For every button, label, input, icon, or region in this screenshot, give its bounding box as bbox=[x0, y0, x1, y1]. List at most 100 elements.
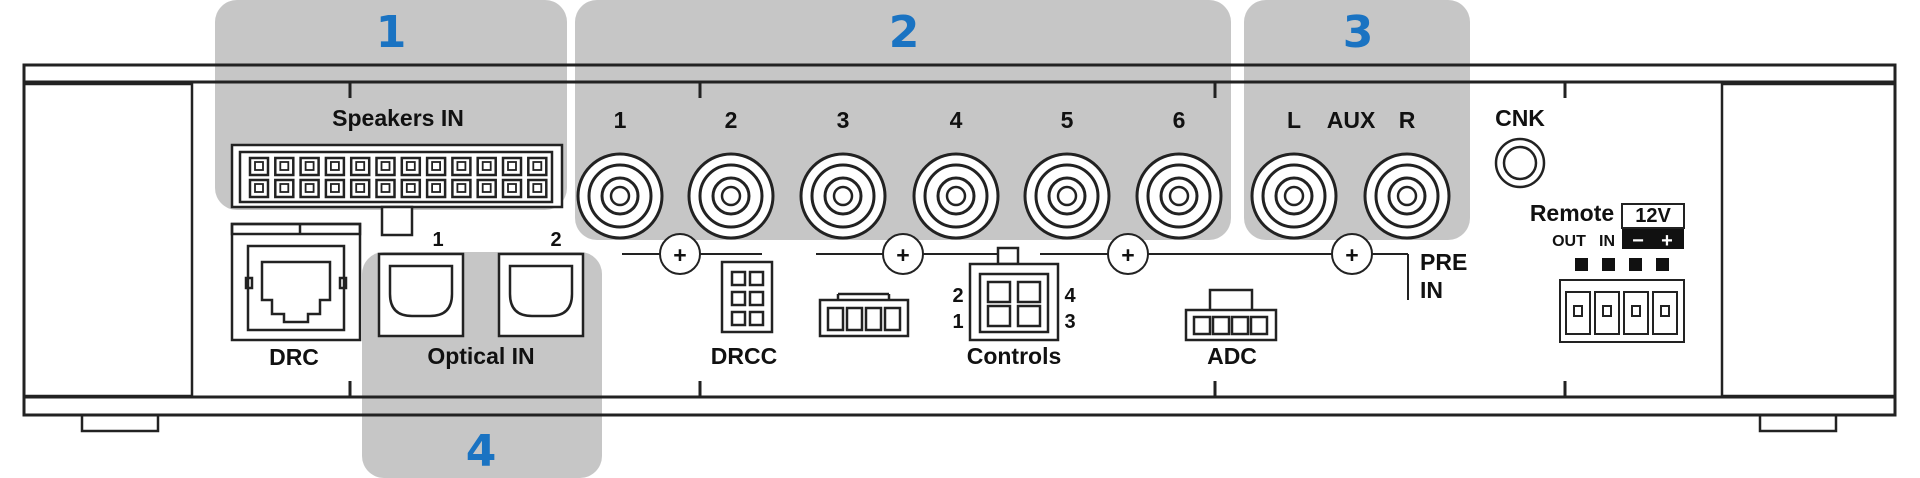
rca-output-3-label: 3 bbox=[837, 107, 850, 133]
speaker-pin-contact bbox=[329, 183, 340, 193]
speaker-pin bbox=[400, 156, 422, 177]
plus-circle-1: + bbox=[659, 233, 701, 275]
remote-plus-label: + bbox=[1661, 230, 1673, 252]
rca-output-5-label: 5 bbox=[1061, 107, 1074, 133]
speaker-pin bbox=[324, 156, 346, 177]
optical-port-1[interactable] bbox=[377, 252, 465, 338]
speaker-pin-contact bbox=[329, 161, 340, 171]
controls-pin-1-label: 1 bbox=[952, 311, 963, 333]
speaker-pin bbox=[375, 178, 396, 199]
plus-symbol: + bbox=[673, 242, 686, 268]
rca-jack-1[interactable] bbox=[576, 152, 664, 240]
speaker-pin bbox=[425, 178, 447, 199]
aux-left-label: L bbox=[1287, 107, 1301, 133]
adc-connector[interactable] bbox=[1184, 288, 1278, 342]
optical-port-2[interactable] bbox=[497, 252, 585, 338]
speaker-pin bbox=[274, 156, 295, 177]
speaker-pin-contact bbox=[431, 183, 442, 193]
speaker-pin-contact bbox=[507, 183, 517, 193]
rca-jack-4[interactable] bbox=[912, 152, 1000, 240]
speaker-pin-contact bbox=[481, 161, 492, 171]
aux-jack-left[interactable] bbox=[1250, 152, 1338, 240]
speaker-pin bbox=[400, 178, 422, 199]
speaker-pin-contact bbox=[456, 183, 467, 193]
cnk-label: CNK bbox=[1495, 105, 1545, 131]
rca-jack-3[interactable] bbox=[799, 152, 887, 240]
controls-pin-4-label: 4 bbox=[1064, 285, 1076, 307]
speaker-pin-contact bbox=[532, 183, 543, 193]
drc-label: DRC bbox=[269, 344, 319, 370]
remote-in-label: IN bbox=[1599, 233, 1615, 250]
pair-lines bbox=[622, 253, 1409, 300]
speaker-pin-contact bbox=[431, 161, 442, 171]
speaker-pin-contact bbox=[405, 161, 416, 171]
controls-connector[interactable] bbox=[968, 246, 1060, 342]
remote-voltage-box: 12V bbox=[1621, 203, 1685, 229]
speaker-pin bbox=[349, 178, 371, 199]
remote-indicator-squares bbox=[1575, 258, 1669, 271]
speaker-pin bbox=[501, 178, 523, 199]
speaker-pin bbox=[299, 178, 320, 199]
drcc-label: DRCC bbox=[711, 343, 777, 369]
rca-output-4-label: 4 bbox=[950, 107, 963, 133]
controls-pin-3-label: 3 bbox=[1064, 311, 1075, 333]
adc-label: ADC bbox=[1207, 343, 1257, 369]
speaker-pin bbox=[476, 178, 497, 199]
rca-jack-6[interactable] bbox=[1135, 152, 1223, 240]
cnk-jack[interactable] bbox=[1494, 137, 1546, 189]
drc-connector[interactable] bbox=[230, 222, 362, 342]
zone-4-number: 4 bbox=[466, 426, 497, 477]
rca-jack-5[interactable] bbox=[1023, 152, 1111, 240]
optical-in-label: Optical IN bbox=[427, 343, 534, 369]
speaker-pin bbox=[375, 156, 396, 177]
plus-circle-2: + bbox=[882, 233, 924, 275]
speakers-in-connector bbox=[230, 143, 564, 237]
remote-voltage-label: 12V bbox=[1635, 205, 1671, 227]
chassis bbox=[22, 63, 1897, 433]
speaker-pin bbox=[324, 178, 346, 199]
speaker-pin-contact bbox=[279, 161, 290, 171]
speakers-in-label: Speakers IN bbox=[332, 105, 464, 131]
aux-jack-right[interactable] bbox=[1363, 152, 1451, 240]
speaker-pin-contact bbox=[507, 161, 517, 171]
speaker-pin bbox=[476, 156, 497, 177]
speaker-pin-contact bbox=[481, 183, 492, 193]
speaker-pin bbox=[527, 178, 548, 199]
speaker-pin bbox=[527, 156, 548, 177]
speaker-pin-contact bbox=[355, 161, 366, 171]
speaker-pin bbox=[248, 156, 270, 177]
remote-out-label: OUT bbox=[1552, 233, 1586, 250]
plus-symbol: + bbox=[896, 242, 909, 268]
speaker-pin-contact bbox=[304, 183, 315, 193]
remote-minus-label: − bbox=[1632, 230, 1644, 252]
speaker-pin bbox=[451, 156, 472, 177]
speaker-pin-contact bbox=[405, 183, 416, 193]
plus-symbol: + bbox=[1121, 242, 1134, 268]
rca-jack-2[interactable] bbox=[687, 152, 775, 240]
rca-output-6-label: 6 bbox=[1173, 107, 1186, 133]
pre-in-label-line2: IN bbox=[1420, 277, 1443, 303]
speaker-pin bbox=[451, 178, 472, 199]
speaker-pin bbox=[349, 156, 371, 177]
speaker-pin bbox=[299, 156, 320, 177]
rca-jacks bbox=[576, 152, 1451, 240]
speaker-pin bbox=[501, 156, 523, 177]
drcc-connector[interactable] bbox=[720, 260, 774, 334]
plus-symbol: + bbox=[1345, 242, 1358, 268]
plus-circle-3: + bbox=[1107, 233, 1149, 275]
optical-port-1-label: 1 bbox=[432, 229, 443, 251]
aux-label: AUX bbox=[1327, 107, 1376, 133]
speaker-pin-contact bbox=[254, 161, 264, 171]
rca-output-2-label: 2 bbox=[725, 107, 738, 133]
remote-terminal-connector bbox=[1559, 279, 1685, 343]
plus-circle-4: + bbox=[1331, 233, 1373, 275]
speaker-pin-contact bbox=[532, 161, 543, 171]
four-pin-connector[interactable] bbox=[818, 292, 910, 338]
remote-label: Remote bbox=[1530, 200, 1614, 226]
controls-pin-2-label: 2 bbox=[952, 285, 963, 307]
speaker-pin-contact bbox=[304, 161, 315, 171]
speaker-pin bbox=[425, 156, 447, 177]
zone-3-number: 3 bbox=[1343, 7, 1374, 58]
speaker-pin bbox=[248, 178, 270, 199]
